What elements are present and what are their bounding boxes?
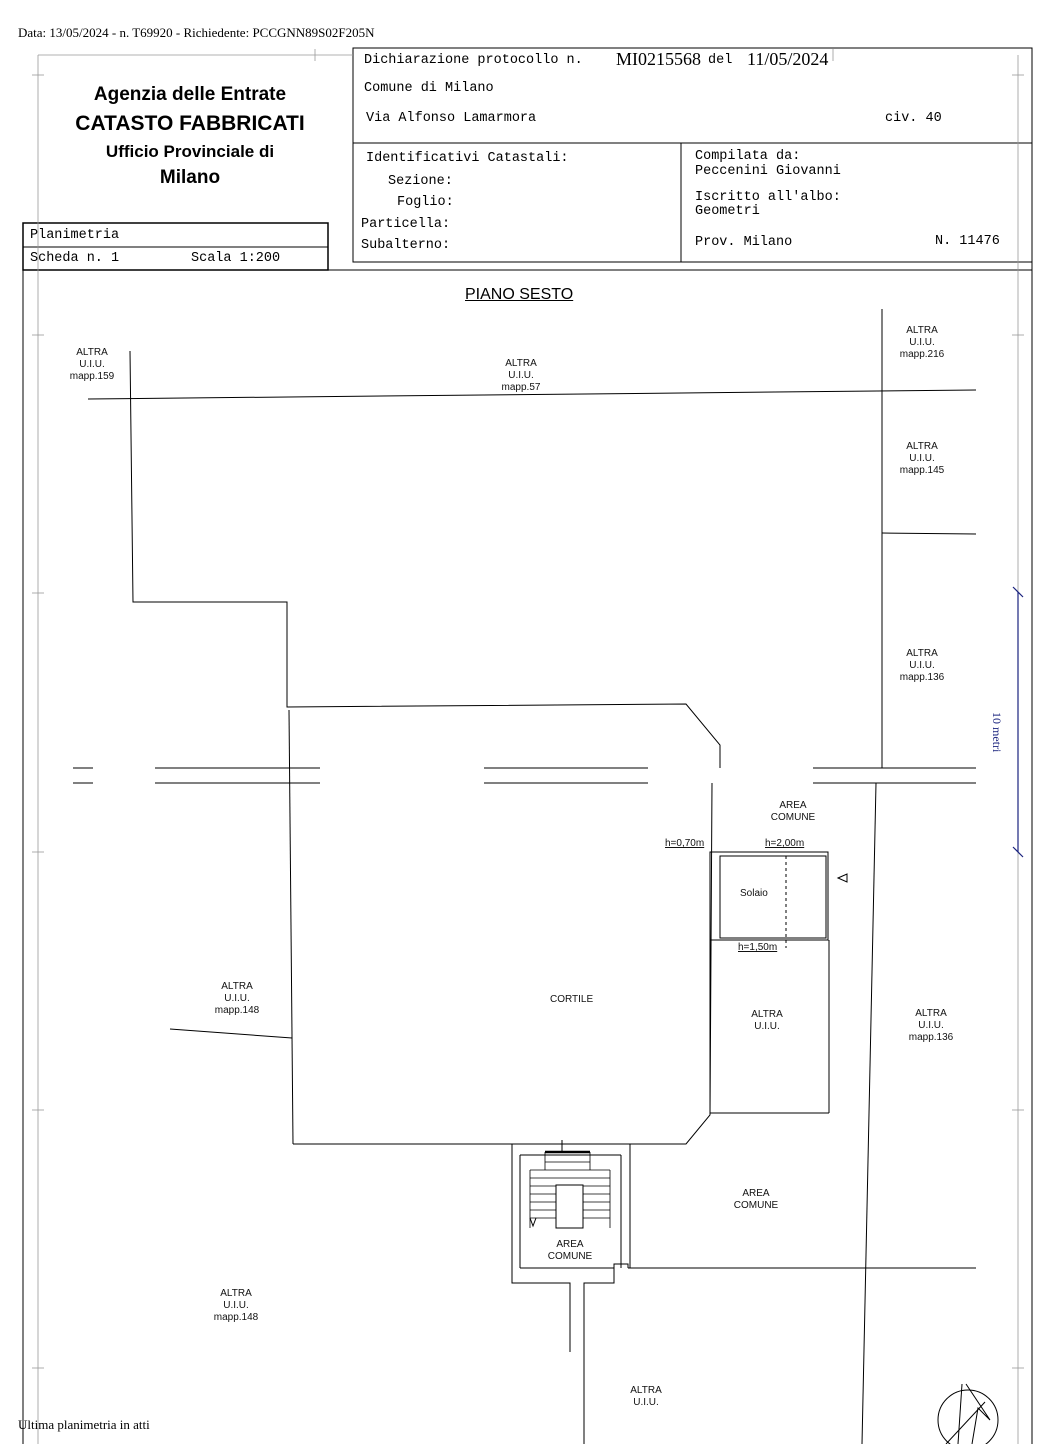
agency-name: Agenzia delle Entrate — [93, 84, 287, 105]
label-mapp148-upper: ALTRA U.I.U. mapp.148 — [214, 981, 260, 1016]
foglio-label: Foglio: — [397, 195, 454, 210]
scale-bar-label: 10 metri — [990, 712, 1004, 753]
prov-label: Prov. Milano — [695, 235, 793, 250]
compilata-label: Compilata da: — [695, 149, 801, 164]
comune-label: Comune di Milano — [364, 81, 494, 96]
label-mapp148-lower: ALTRA U.I.U. mapp.148 — [213, 1288, 259, 1323]
plan-title: PIANO SESTO — [465, 286, 574, 303]
sezione-label: Sezione: — [388, 174, 453, 189]
label-h150: h=1,50m — [738, 942, 778, 953]
iscritto-value: Geometri — [695, 204, 760, 219]
scala-label: Scala 1:200 — [191, 251, 281, 266]
scheda-label: Scheda n. 1 — [30, 251, 120, 266]
label-area-comune-upper: AREA COMUNE — [770, 800, 816, 823]
office-label: Ufficio Provinciale di — [105, 142, 275, 161]
print-info: Data: 13/05/2024 - n. T69920 - Richieden… — [18, 25, 375, 40]
label-mapp159: ALTRA U.I.U. mapp.159 — [69, 347, 115, 382]
office-city: Milano — [159, 167, 221, 188]
footer-note: Ultima planimetria in atti — [18, 1417, 150, 1432]
label-altra-uiu-solaio: ALTRA U.I.U. — [751, 1009, 783, 1032]
label-mapp216: ALTRA U.I.U. mapp.216 — [899, 325, 945, 360]
label-h200: h=2,00m — [765, 838, 805, 849]
label-area-comune-right: AREA COMUNE — [733, 1188, 779, 1211]
del-label: del — [708, 53, 733, 68]
dichiarazione-label: Dichiarazione protocollo n. — [364, 53, 583, 68]
label-mapp57: ALTRA U.I.U. mapp.57 — [501, 358, 541, 393]
subalterno-label: Subalterno: — [361, 238, 451, 253]
label-h070: h=0,70m — [665, 838, 705, 849]
label-altra-uiu-bottom: ALTRA U.I.U. — [630, 1385, 662, 1408]
label-solaio: Solaio — [740, 888, 768, 899]
compilata-name: Peccenini Giovanni — [695, 164, 841, 179]
albo-number: N. 11476 — [935, 234, 1000, 249]
label-mapp136-lower: ALTRA U.I.U. mapp.136 — [908, 1008, 954, 1043]
address-via: Via Alfonso Lamarmora — [366, 111, 537, 126]
identificativi-label: Identificativi Catastali: — [366, 151, 569, 166]
catasto-title: CATASTO FABBRICATI — [75, 112, 305, 135]
iscritto-label: Iscritto all'albo: — [695, 190, 841, 205]
label-area-comune-stairs: AREA COMUNE — [547, 1239, 593, 1262]
label-mapp145: ALTRA U.I.U. mapp.145 — [899, 441, 945, 476]
planimetria-label: Planimetria — [30, 228, 120, 243]
particella-label: Particella: — [361, 217, 451, 232]
protocollo-number: MI0215568 — [616, 49, 701, 69]
label-cortile: CORTILE — [550, 994, 594, 1005]
label-mapp136-upper: ALTRA U.I.U. mapp.136 — [899, 648, 945, 683]
declaration-date: 11/05/2024 — [747, 49, 829, 69]
address-civ: civ. 40 — [885, 111, 942, 126]
